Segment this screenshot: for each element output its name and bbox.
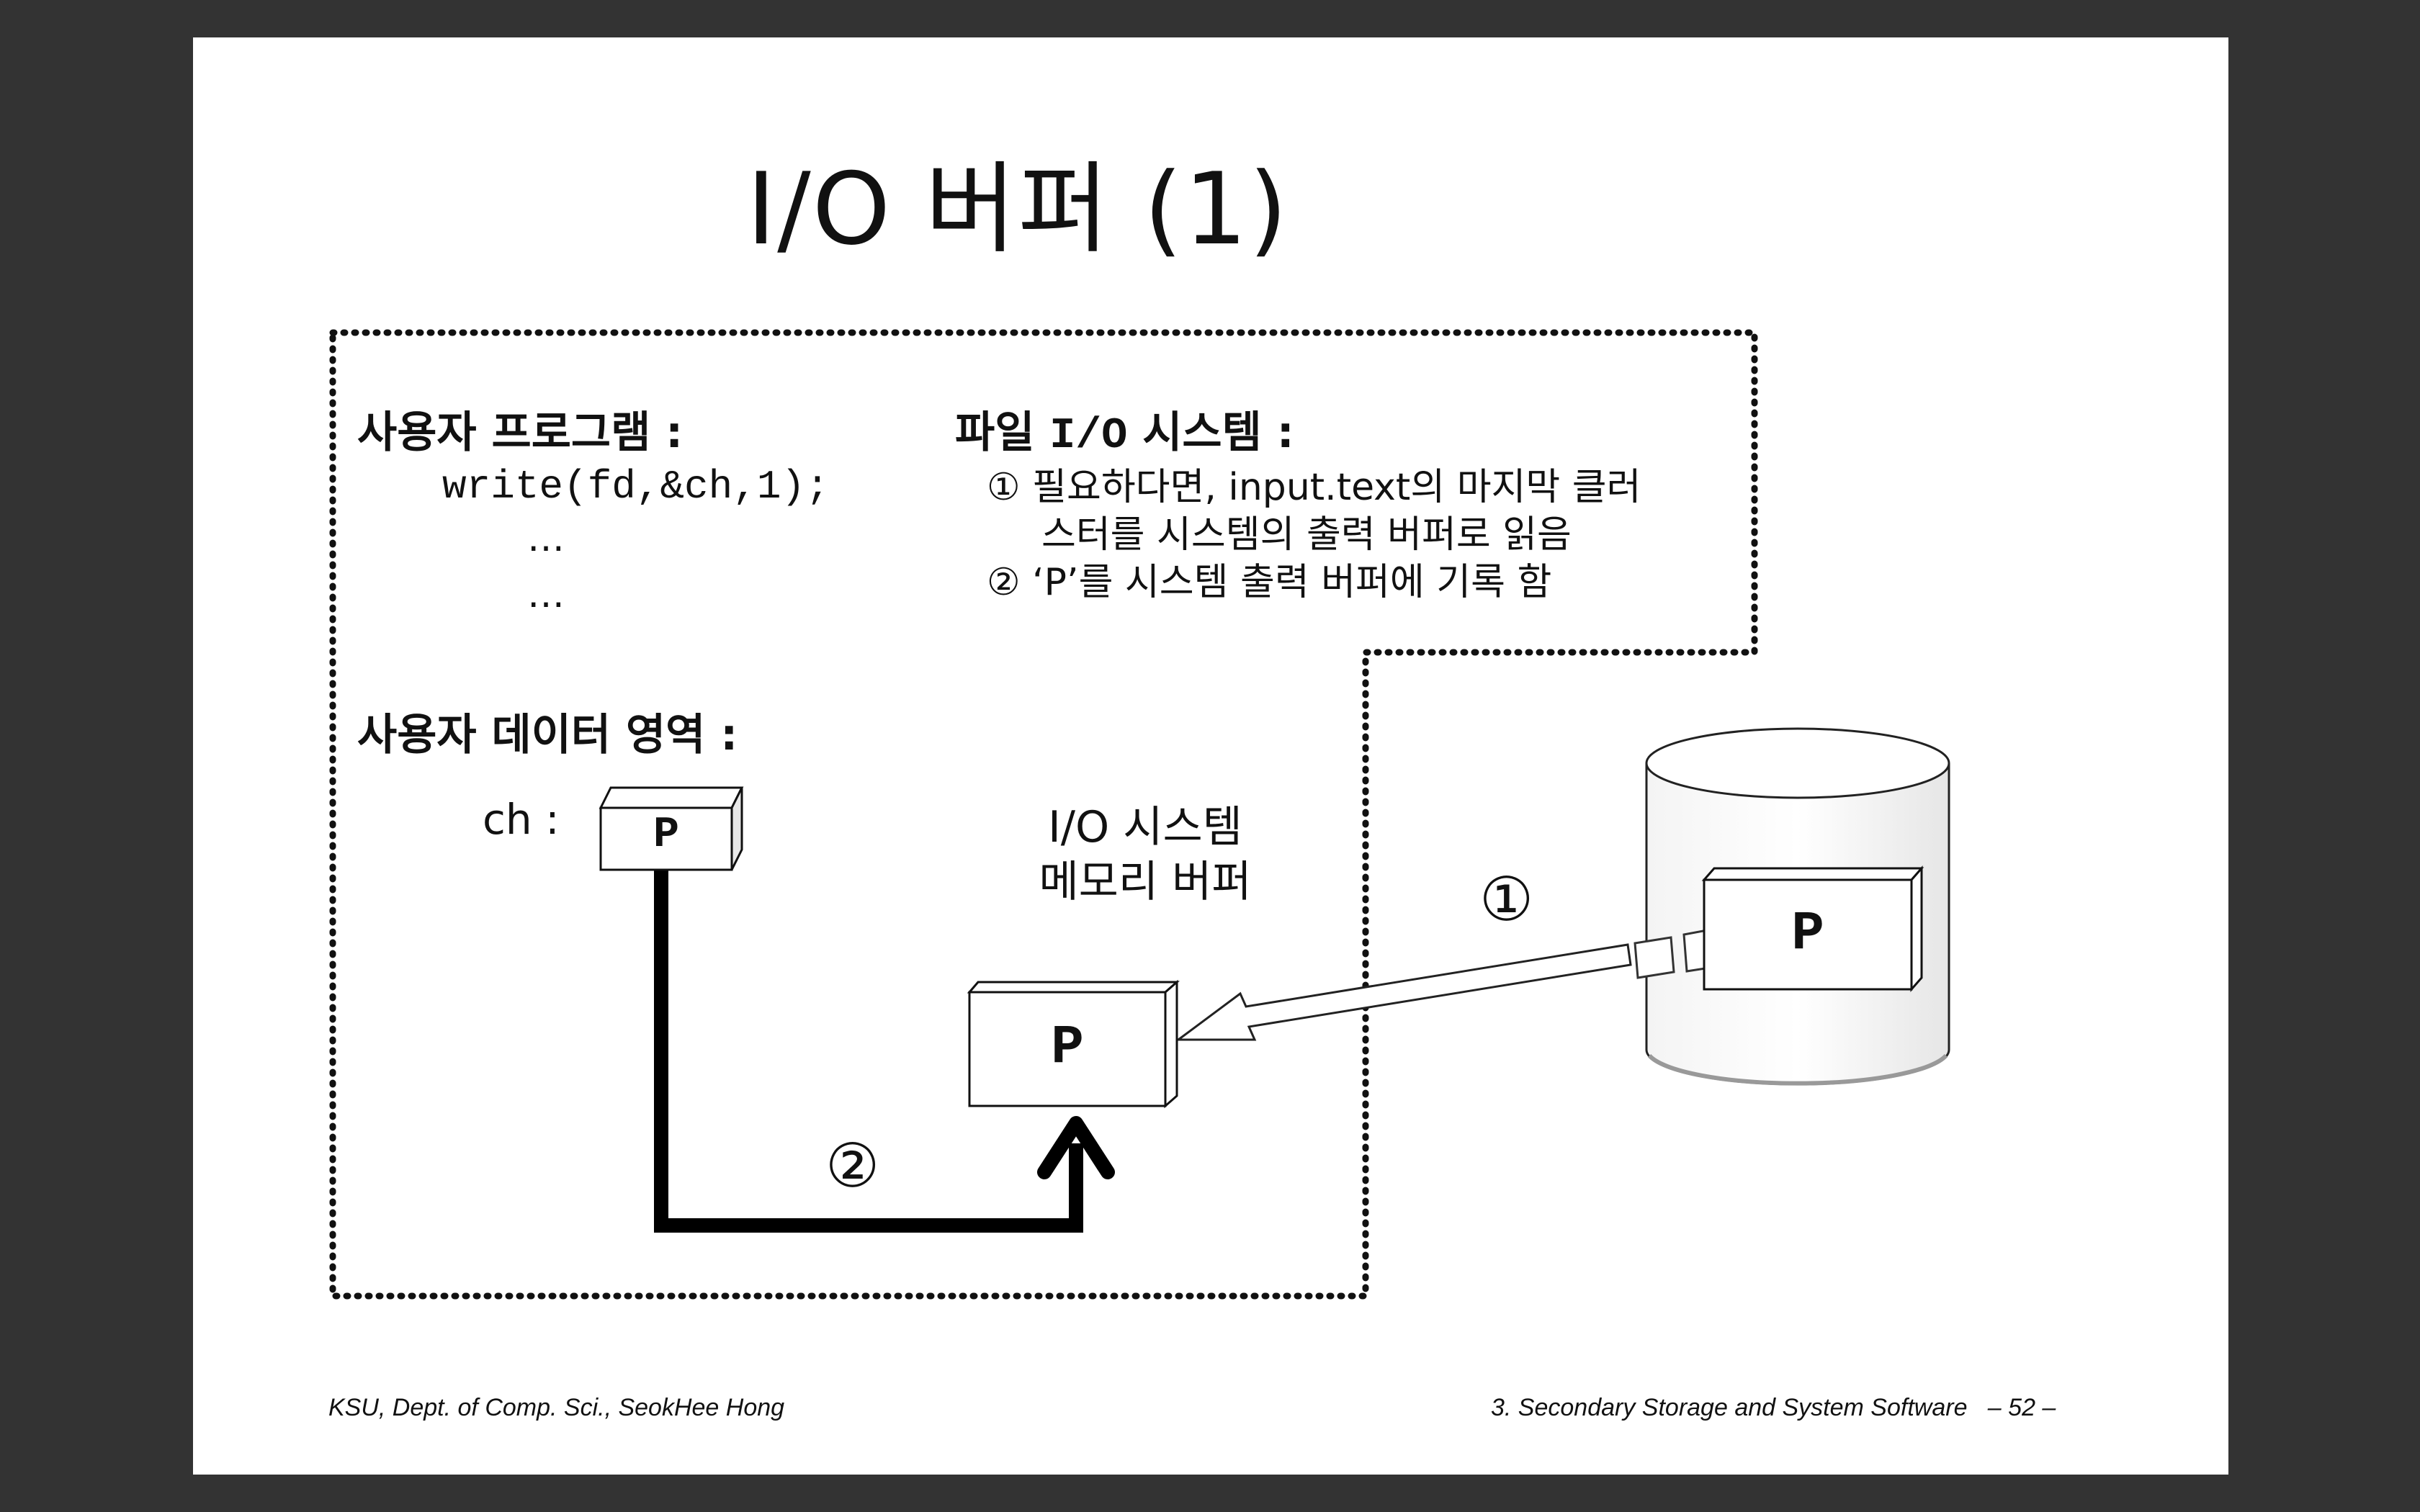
write-call-code: write(fd,&ch,1);	[442, 464, 830, 510]
step1-line1: ① 필요하다면, input.text의 마지막 클러	[987, 466, 1641, 509]
buffer-label-line2: 메모리 버퍼	[1039, 857, 1252, 907]
file-io-heading-prefix: 파일	[955, 408, 1050, 458]
slide-title: I/O 버퍼 (1)	[746, 151, 1289, 267]
write-arrow	[654, 864, 1115, 1233]
step-one-marker: ①	[1479, 864, 1534, 935]
disk-block-box	[1701, 865, 1924, 992]
buffer-label-line1: I/O 시스템	[1048, 802, 1242, 852]
file-io-heading-suffix: 시스템 :	[1127, 408, 1294, 458]
footer-right: 3. Secondary Storage and System Software…	[1491, 1394, 2056, 1421]
user-program-heading: 사용자 프로그램 :	[357, 408, 684, 458]
code-ellipsis-2: …	[527, 573, 565, 616]
file-io-heading: 파일 I/O 시스템 :	[955, 397, 1294, 461]
user-data-heading: 사용자 데이터 영역 :	[357, 710, 738, 760]
ch-label: ch :	[483, 795, 560, 844]
disk-block-value: P	[1791, 903, 1824, 965]
footer-left: KSU, Dept. of Comp. Sci., SeokHee Hong	[328, 1394, 785, 1421]
step1-line2: 스터를 시스템의 출력 버퍼로 읽음	[1041, 513, 1572, 557]
code-ellipsis-1: …	[527, 517, 565, 560]
ch-value: P	[653, 811, 679, 860]
read-arrow	[1175, 929, 1711, 1041]
step2-text: ② ‘P’를 시스템 출력 버퍼에 기록 함	[987, 561, 1552, 604]
file-io-heading-code: I/O	[1049, 412, 1128, 461]
step-two-marker: ②	[825, 1130, 880, 1201]
buffer-value: P	[1051, 1017, 1084, 1079]
system-boundary	[329, 329, 1758, 1300]
ch-variable-box	[599, 786, 744, 871]
system-buffer-box	[967, 979, 1180, 1109]
